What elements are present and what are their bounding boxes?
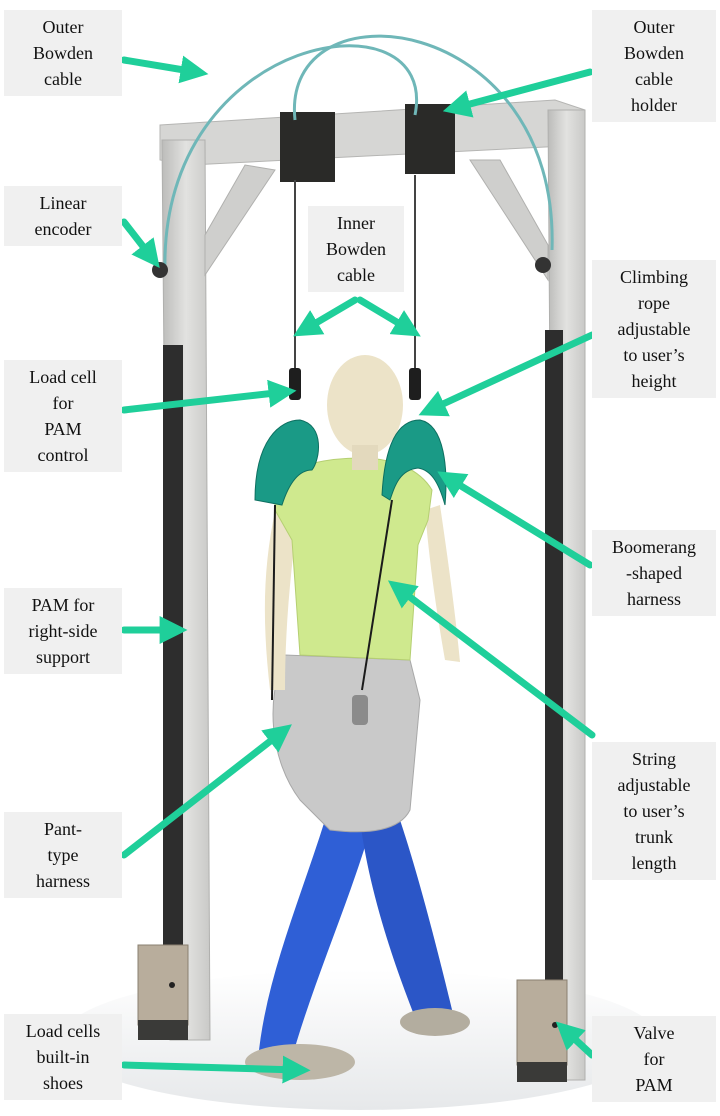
arm-right <box>425 505 460 662</box>
arrow-load-cell-pam <box>120 379 297 414</box>
pants-left-leg <box>258 820 370 1065</box>
head <box>327 355 403 455</box>
arrow-inner-bowden-right <box>356 296 421 337</box>
linear-encoder-right <box>535 257 551 273</box>
label-inner-bowden-cable: Inner Bowden cable <box>308 206 404 292</box>
arrow-boomerang-harness <box>437 471 594 569</box>
annotation-arrows <box>120 55 596 1084</box>
arrow-valve-pam <box>555 1021 596 1059</box>
label-linear-encoder: Linear encoder <box>4 186 122 246</box>
base-box-left <box>137 944 189 1040</box>
harness-string-right <box>361 499 393 691</box>
frame-right-brace <box>469 159 549 282</box>
boomerang-harness-left <box>254 419 320 506</box>
shoe-left <box>245 1044 355 1080</box>
arrow-load-cells-shoes <box>120 1055 311 1084</box>
arrow-outer-bowden-cable <box>120 55 209 84</box>
shorts <box>272 654 421 833</box>
arrow-linear-encoder <box>120 218 160 268</box>
label-string-adjustable: String adjustable to user’s trunk length <box>592 742 716 880</box>
frame-top-beam <box>159 99 586 166</box>
outer-bowden-cable-right <box>293 34 554 251</box>
cable-holder-right <box>405 104 455 174</box>
string-buckle <box>352 695 368 725</box>
shoe-right <box>400 1008 470 1036</box>
label-outer-bowden-cable-holder: Outer Bowden cable holder <box>592 10 716 122</box>
arrow-string-adjustable <box>387 580 596 739</box>
load-cell-right <box>409 368 421 400</box>
harness-string-left <box>271 504 276 701</box>
arrow-climbing-rope <box>418 331 596 417</box>
pam-right <box>545 330 563 980</box>
shirt <box>274 457 433 661</box>
arrow-pant-type-harness <box>120 724 292 859</box>
cable-holder-left <box>280 112 335 182</box>
label-pant-type-harness: Pant- type harness <box>4 812 122 898</box>
label-climbing-rope: Climbing rope adjustable to user’s heigh… <box>592 260 716 398</box>
base-box-right <box>516 979 568 1082</box>
pam-left <box>163 345 183 955</box>
arrow-outer-bowden-cable-holder <box>442 68 594 118</box>
label-outer-bowden-cable: Outer Bowden cable <box>4 10 122 96</box>
label-valve-for-pam: Valve for PAM <box>592 1016 716 1102</box>
frame-left-brace <box>204 164 276 277</box>
label-load-cell-pam: Load cell for PAM control <box>4 360 122 472</box>
linear-encoder-left <box>152 262 168 278</box>
outer-bowden-cable-left <box>163 44 419 271</box>
label-boomerang-harness: Boomerang -shaped harness <box>592 530 716 616</box>
person-figure <box>245 355 470 1080</box>
pants-right-leg <box>360 820 455 1030</box>
label-load-cells-shoes: Load cells built-in shoes <box>4 1014 122 1100</box>
load-cell-left <box>289 368 301 400</box>
neck <box>352 445 378 470</box>
label-pam-right-support: PAM for right-side support <box>4 588 122 674</box>
arrow-inner-bowden-left <box>293 296 359 337</box>
